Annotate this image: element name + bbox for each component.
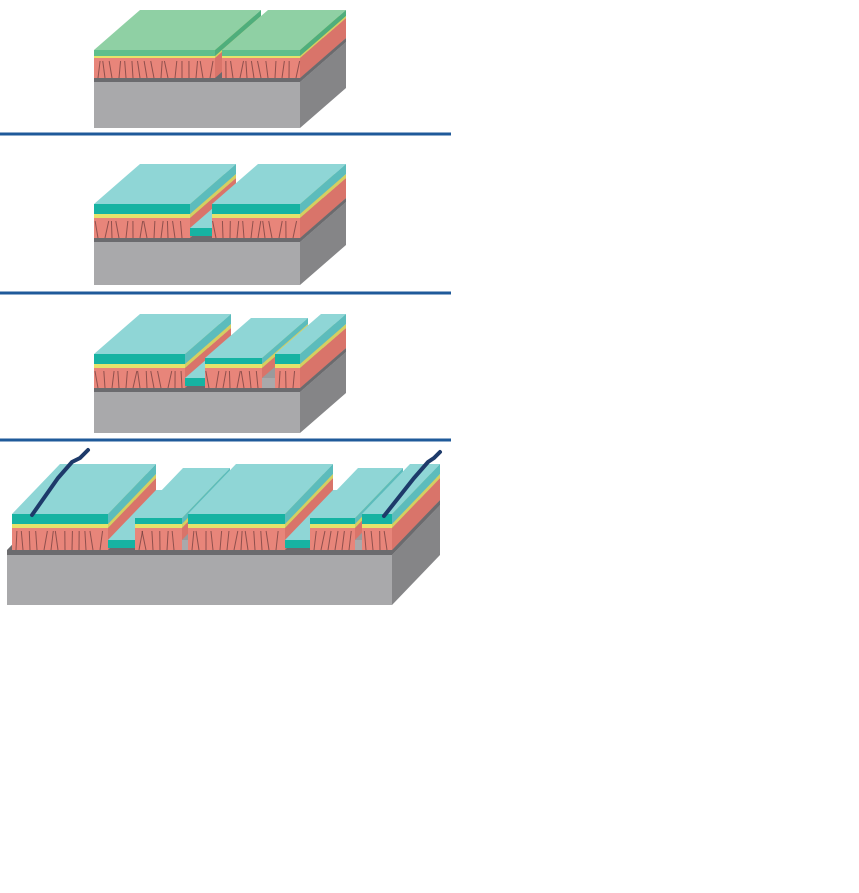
step-separator-line (0, 438, 451, 442)
tco-layer (94, 164, 236, 214)
step-separator-line (0, 291, 451, 295)
process-step-3 (94, 314, 346, 433)
process-step-1 (94, 10, 346, 128)
tco-layer (188, 464, 333, 524)
tco-layer (12, 464, 156, 524)
tco-layer (362, 464, 440, 524)
contact-wire-left (30, 448, 90, 517)
process-step-2 (94, 164, 346, 285)
window-layer (222, 10, 346, 56)
step-separator-line (0, 132, 451, 136)
tco-layer (205, 318, 308, 364)
process-step-4 (7, 464, 440, 605)
contact-wire-right (382, 450, 442, 518)
tco-layer (94, 314, 231, 364)
window-layer (94, 10, 261, 56)
tco-layer (212, 164, 346, 214)
tco-layer (275, 314, 346, 364)
